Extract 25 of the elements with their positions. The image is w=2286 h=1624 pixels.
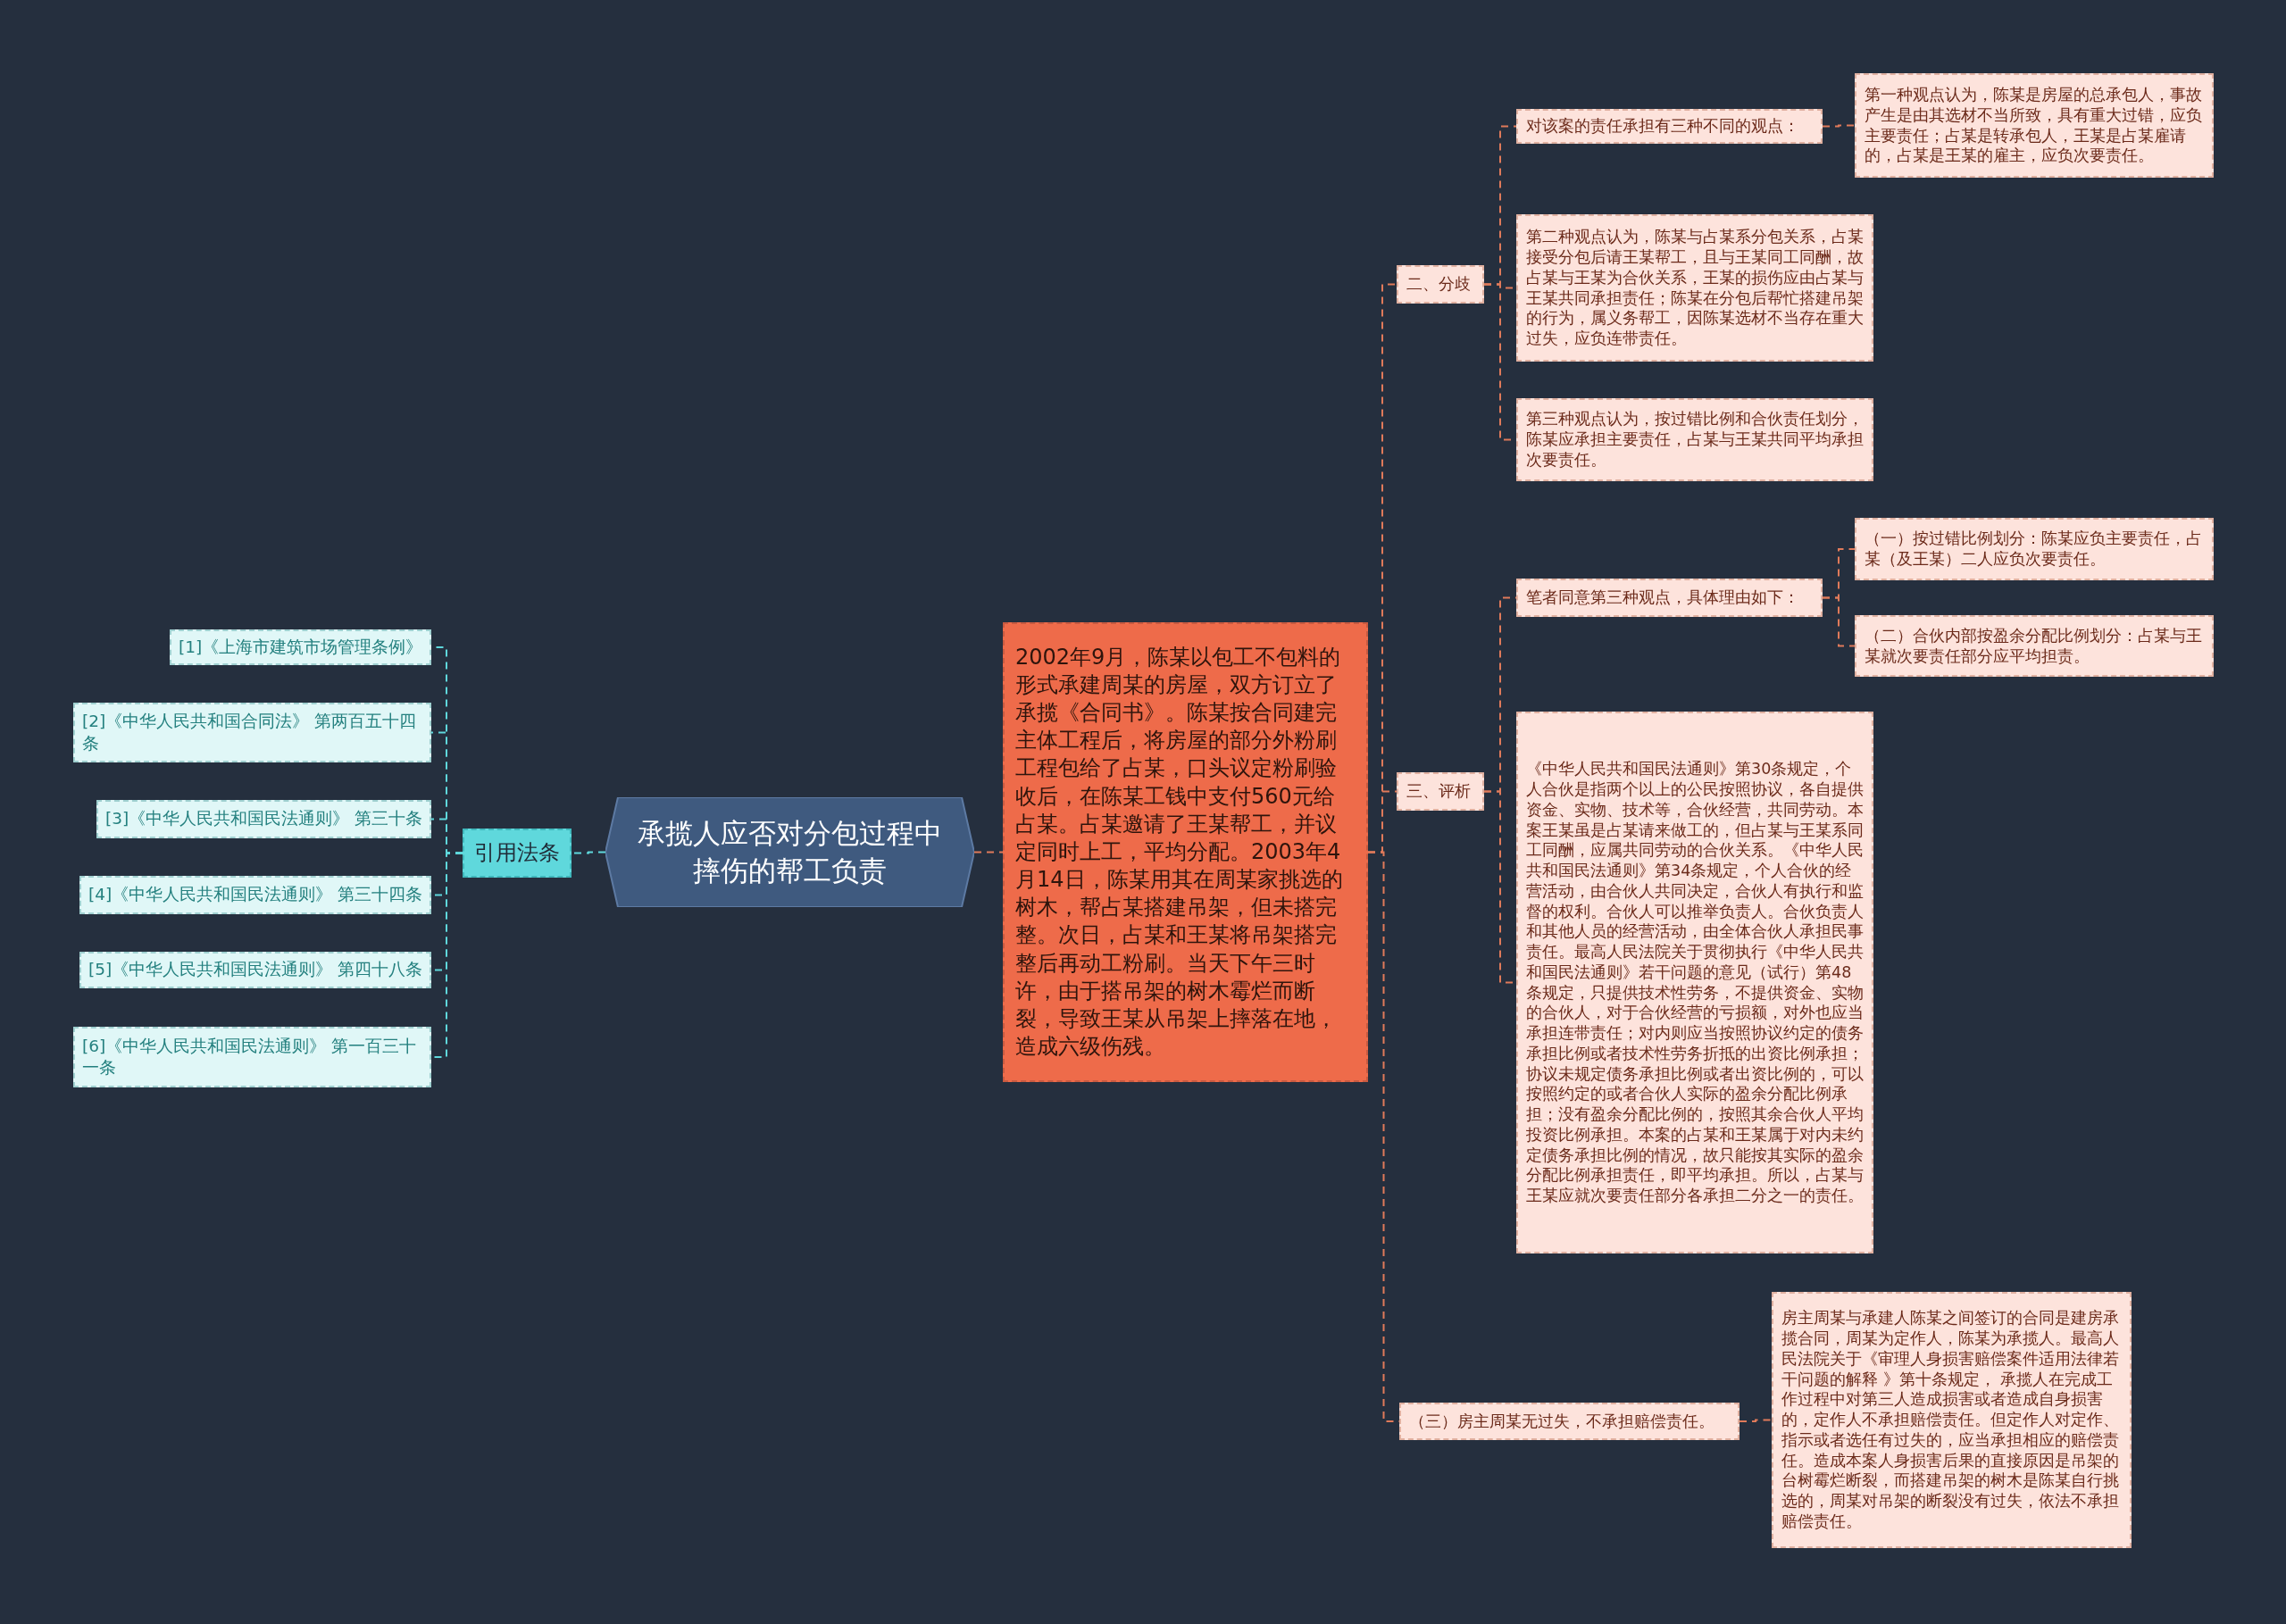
text-box: （一）按过错比例划分：陈某应负主要责任，占某（及王某）二人应负次要责任。 [1855, 518, 2214, 580]
text-box: 笔者同意第三种观点，具体理由如下： [1516, 579, 1823, 617]
citation-box: [2]《中华人民共和国合同法》 第两百五十四条 [73, 703, 431, 762]
citation-box: [1]《上海市建筑市场管理条例》 [170, 629, 432, 666]
text-box: 对该案的责任承担有三种不同的观点： [1516, 109, 1823, 144]
connector-line [1822, 596, 1856, 647]
topic-hexagon: 承揽人应否对分包过程中摔伤的帮工负责 [605, 797, 974, 907]
text-box: 三、评析 [1397, 772, 1484, 811]
text-box: 第一种观点认为，陈某是房屋的总承包人，事故产生是由其选材不当所致，具有重大过错，应负主要责任；占某是转承包人，王某是占某雇请的，占某是王某的雇主，应负次要责任。 [1855, 73, 2214, 178]
citation-box: [5]《中华人民共和国民法通则》 第四十八条 [79, 952, 432, 988]
connector-line [1822, 124, 1856, 128]
branch-box: 引用法条 [463, 829, 572, 878]
text-box: （三）房主周某无过失，不承担赔偿责任。 [1399, 1403, 1740, 1440]
text-box: 房主周某与承建人陈某之间签订的合同是建房承揽合同，周某为定作人，陈某为承揽人。最高人民法院关于《审理人身损害赔偿案件适用法律若干问题的解释 》第十条规定， 承揽人在完成工作过程中对第三人造成损害或者造成自身损害的，定作人不承担赔偿责任。但定作人对定作、指示或者选任有过失的，应当承担相应的赔偿责任。造成本案人身损害后果的直接原因是吊架的台树霉烂断裂，而搭建吊架的树木是陈某自行挑选的，周某对吊架的断裂没有过失，依法不承担赔偿责任。 [1772, 1292, 2132, 1548]
citation-box: [3]《中华人民共和国民法通则》 第三十条 [96, 800, 432, 838]
text-box: 第二种观点认为，陈某与占某系分包关系，占某接受分包后请王某帮工，且与王某同工同酬，故占某与王某为合伙关系，王某的损伤应由占某与王某共同承担责任；陈某在分包后帮忙搭建吊架的行为，属义务帮工，因陈某选材不当存在重大过失，应负连带责任。 [1516, 214, 1873, 362]
text-box: （二）合伙内部按盈余分配比例划分：占某与王某就次要责任部分应平均担责。 [1855, 615, 2214, 677]
connector-line [1739, 1419, 1773, 1422]
text-box: 二、分歧 [1397, 265, 1484, 304]
citation-box: [4]《中华人民共和国民法通则》 第三十四条 [79, 876, 432, 914]
text-box: 《中华人民共和国民法通则》第30条规定，个人合伙是指两个以上的公民按照协议，各自提供资金、实物、技术等，合伙经营，共同劳动。本案王某虽是占某请来做工的，但占某与王某系同工同酬，应属共同劳动的合伙关系。《中华人民共和国民法通则》第34条规定，个人合伙的经营活动，由合伙人共同决定，合伙人有执行和监督的权利。合伙人可以推举负责人。合伙负责人和其他人员的经营活动，由全体合伙人承担民事责任。最高人民法院关于贯彻执行《中华人民共和国民法通则》若干问题的意见（试行）第48条规定，只提供技术性劳务，不提供资金、实物的合伙人，对于合伙经营的亏损额，对外也应当承担连带责任；对内则应当按照协议约定的债务承担比例或者技术性劳务折抵的出资比例承担；协议未规定债务承担比例或者出资比例的，可以按照约定的或者合伙人实际的盈余分配比例承担；没有盈余分配比例的，按照其余合伙人平均投资比例承担。本案的占某和王某属于对内未约定债务承担比例的情况，故只能按其实际的盈余分配比例承担责任，即平均承担。所以，占某与王某应就次要责任部分各承担二分之一的责任。 [1516, 712, 1873, 1253]
case-box: 2002年9月，陈某以包工不包料的形式承建周某的房屋，双方订立了承揽《合同书》。陈某按合同建完主体工程后，将房屋的部分外粉刷工程包给了占某，口头议定粉刷验收后，在陈某工钱中支付560元给占某。占某邀请了王某帮工，并议定同时上工，平均分配。2003年4月14日，陈某用其在周某家挑选的树木，帮占某搭建吊架，但未搭完整。次日，占某和王某将吊架搭完整后再动工粉刷。当天下午三时许，由于搭吊架的树木霉烂而断裂，导致王某从吊架上摔落在地，造成六级伤残。 [1003, 622, 1368, 1082]
citation-box: [6]《中华人民共和国民法通则》 第一百三十一条 [73, 1027, 431, 1087]
connector-line [973, 851, 1004, 854]
text-box: 第三种观点认为，按过错比例和合伙责任划分，陈某应承担主要责任，占某与王某共同平均承担次要责任。 [1516, 398, 1873, 481]
